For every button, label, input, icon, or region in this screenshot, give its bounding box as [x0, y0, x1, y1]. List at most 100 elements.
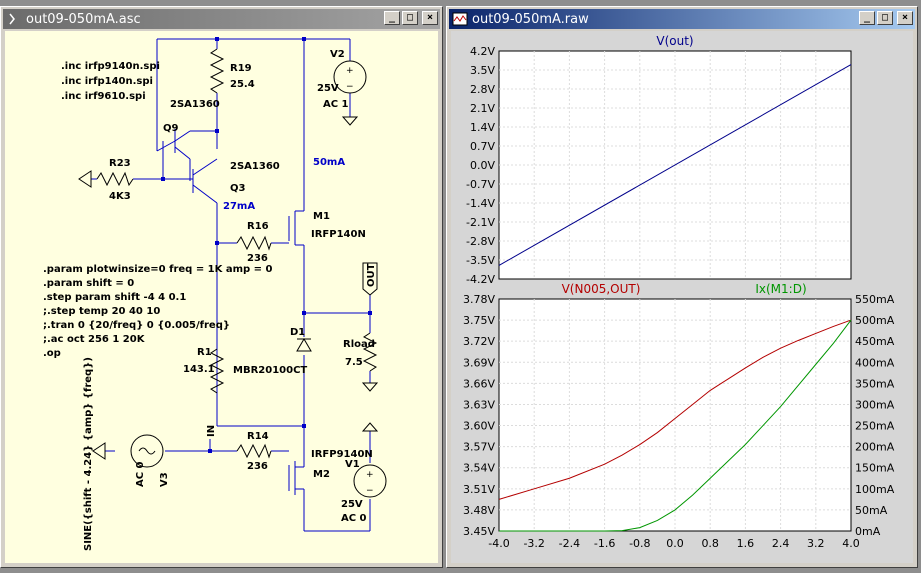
bottom-left-ytick-label: 3.78V [463, 293, 495, 306]
v3-labels: AC 0 V3 SINE({shift - 4.24} {amp} {freq}… [83, 357, 170, 551]
param-line: .op [43, 348, 61, 359]
q3-model: 2SA1360 [230, 161, 280, 172]
bottom-left-ytick-label: 3.66V [463, 377, 495, 390]
directive-line: .inc irfp140n.spi [61, 76, 153, 87]
top-ytick-label: 2.1V [470, 102, 495, 115]
param-line: .step param shift -4 4 0.1 [43, 292, 186, 303]
ixm1-trace-label[interactable]: Ix(M1:D) [755, 282, 806, 296]
vn005-trace-label[interactable]: V(N005,OUT) [562, 282, 641, 296]
v3-sine: SINE({shift - 4.24} {amp} {freq}) [83, 357, 94, 551]
v1-value: 25V [341, 499, 363, 510]
v3-ground-icon [92, 442, 106, 460]
schematic-canvas[interactable]: +− +− OUT I [5, 31, 438, 563]
r14-name: R14 [247, 431, 269, 442]
bottom-xtick-label: -0.8 [629, 537, 650, 550]
r1-resistor [209, 348, 225, 394]
v2-ac: AC 1 [323, 99, 349, 110]
schematic-resistors [96, 48, 378, 459]
svg-text:+: + [366, 470, 374, 480]
waveform-title: out09-050mA.raw [472, 11, 589, 27]
top-ytick-label: -3.5V [466, 254, 495, 267]
top-ytick-label: -1.4V [466, 197, 495, 210]
top-ytick-label: -2.1V [466, 216, 495, 229]
out-flag [362, 262, 378, 296]
bottom-right-ytick-label: 300mA [855, 398, 895, 411]
m1-model: IRFP140N [311, 229, 366, 240]
v2-source [333, 60, 367, 94]
bottom-left-ytick-label: 3.72V [463, 335, 495, 348]
bottom-xtick-label: 1.6 [737, 537, 755, 550]
top-ytick-label: 3.5V [470, 64, 495, 77]
m2-name: M2 [313, 469, 330, 480]
spice-directives: .inc irfp9140n.spi .inc irfp140n.spi .in… [43, 61, 273, 359]
schematic-minimize-button[interactable]: _ [384, 11, 400, 25]
v3-name: V3 [159, 472, 170, 487]
bottom-xtick-label: 3.2 [807, 537, 825, 550]
param-line: ;.step temp 20 40 10 [43, 306, 160, 317]
bottom-plot-right-yticks: 550mA500mA450mA400mA350mA300mA250mA200mA… [855, 293, 895, 538]
waveform-titlebar[interactable]: out09-050mA.raw _ □ × [449, 9, 915, 29]
waveform-close-button[interactable]: × [897, 11, 913, 25]
m1-name: M1 [313, 211, 330, 222]
schematic-maximize-button[interactable]: □ [402, 11, 418, 25]
top-ytick-label: 4.2V [470, 45, 495, 58]
v3-ac: AC 0 [135, 461, 146, 487]
directive-line: .inc irfp9140n.spi [61, 61, 160, 72]
r16-name: R16 [247, 221, 269, 232]
bottom-right-ytick-label: 100mA [855, 483, 895, 496]
r23-ground-icon [78, 170, 92, 188]
schematic-window[interactable]: out09-050mA.asc _ □ × [0, 6, 443, 568]
net-flags [362, 262, 378, 296]
rload-resistor [362, 332, 378, 372]
param-line: ;.ac oct 256 1 20K [43, 334, 146, 345]
top-plot-yticks: 4.2V3.5V2.8V2.1V1.4V0.7V0.0V-0.7V-1.4V-2… [466, 45, 495, 286]
v2-value: 25V [317, 83, 339, 94]
d1-name: D1 [290, 327, 305, 338]
top-ytick-label: -4.2V [466, 273, 495, 286]
bottom-xtick-label: 4.0 [842, 537, 860, 550]
schematic-sources [130, 60, 387, 498]
v3-source [130, 434, 164, 468]
bottom-right-ytick-label: 0mA [855, 525, 881, 538]
r23-name: R23 [109, 158, 131, 169]
d1-model: MBR20100CT [233, 365, 307, 376]
r16-resistor [236, 235, 272, 251]
r19-value: 25.4 [230, 79, 255, 90]
source-polarity: +− +− [346, 66, 374, 496]
svg-text:−: − [366, 486, 374, 496]
bottom-right-ytick-label: 400mA [855, 356, 895, 369]
bottom-left-ytick-label: 3.45V [463, 525, 495, 538]
r19-resistor [209, 48, 225, 94]
q3-current: 27mA [223, 201, 255, 212]
svg-text:−: − [346, 82, 354, 92]
bottom-left-ytick-label: 3.60V [463, 420, 495, 433]
vout-trace [498, 64, 852, 266]
schematic-doc-icon [9, 13, 15, 25]
top-plot-trace-label[interactable]: V(out) [656, 34, 693, 48]
v1-name: V1 [345, 459, 360, 470]
r23-value: 4K3 [109, 191, 131, 202]
bottom-right-ytick-label: 200mA [855, 441, 895, 454]
bottom-xtick-label: 0.8 [701, 537, 719, 550]
r1-value: 143.1 [183, 364, 215, 375]
schematic-titlebar[interactable]: out09-050mA.asc _ □ × [3, 9, 440, 29]
param-line: .param shift = 0 [43, 278, 134, 289]
waveform-minimize-button[interactable]: _ [859, 11, 875, 25]
bottom-left-ytick-label: 3.75V [463, 314, 495, 327]
bottom-xtick-label: -4.0 [488, 537, 509, 550]
bottom-plot-left-yticks: 3.78V3.75V3.72V3.69V3.66V3.63V3.60V3.57V… [463, 293, 495, 538]
r23-resistor [96, 171, 134, 187]
v1-ac: AC 0 [341, 513, 367, 524]
waveform-maximize-button[interactable]: □ [877, 11, 893, 25]
directive-line: .inc irf9610.spi [61, 91, 146, 102]
m2-model: IRFP9140N [311, 449, 373, 460]
bottom-xtick-label: -2.4 [559, 537, 580, 550]
top-ytick-label: 0.0V [470, 159, 495, 172]
top-ytick-label: -2.8V [466, 235, 495, 248]
schematic-close-button[interactable]: × [422, 11, 438, 25]
q9-name: Q9 [163, 123, 179, 134]
bottom-left-ytick-label: 3.57V [463, 441, 495, 454]
